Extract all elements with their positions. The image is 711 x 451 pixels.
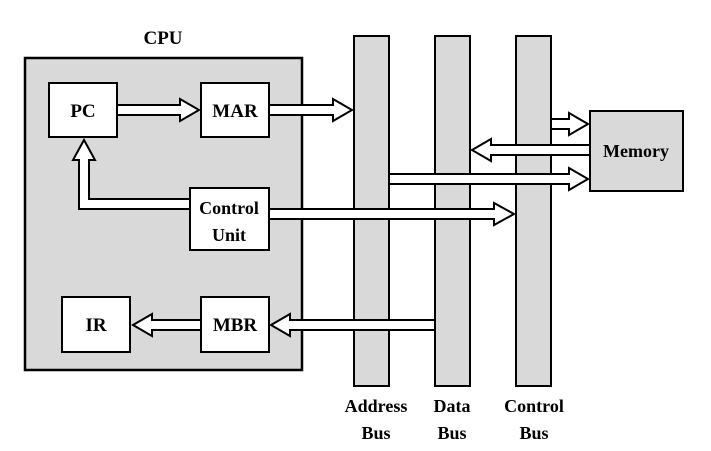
control-unit-label-line1: Control xyxy=(199,198,259,218)
ir-register xyxy=(61,296,131,353)
pc-to-mar-arrow xyxy=(116,97,201,123)
ir-label: IR xyxy=(85,315,106,336)
control-unit-to-control-bus-arrow xyxy=(268,201,517,227)
control-bus-label-line2: Bus xyxy=(519,423,548,443)
control-bus-to-memory-arrow-top xyxy=(550,111,590,137)
mar-to-address-bus-arrow xyxy=(268,97,354,123)
data-bus-label-line1: Data xyxy=(434,396,471,416)
data-bus-to-mbr-arrow xyxy=(269,312,436,338)
pc-register xyxy=(48,82,118,138)
mar-register xyxy=(200,82,270,138)
pc-label: PC xyxy=(70,101,95,122)
memory-box xyxy=(589,110,684,192)
address-bus-label-line2: Bus xyxy=(361,423,390,443)
address-bus-label-line1: Address xyxy=(345,396,408,416)
memory-to-data-bus-arrow xyxy=(470,137,591,163)
mar-label: MAR xyxy=(212,101,258,122)
memory-label: Memory xyxy=(603,141,669,161)
data-bus-label-line2: Bus xyxy=(437,423,466,443)
control-unit xyxy=(189,187,270,251)
mbr-to-ir-arrow xyxy=(131,312,202,338)
control-bus-label-line1: Control xyxy=(504,396,564,416)
mbr-label: MBR xyxy=(213,315,258,336)
cpu-title: CPU xyxy=(143,28,182,49)
control-bus xyxy=(515,35,552,387)
address-bus-to-memory-arrow xyxy=(388,166,590,192)
control-unit-label-line2: Unit xyxy=(212,225,246,245)
control-unit-to-pc-arrow xyxy=(71,137,191,210)
